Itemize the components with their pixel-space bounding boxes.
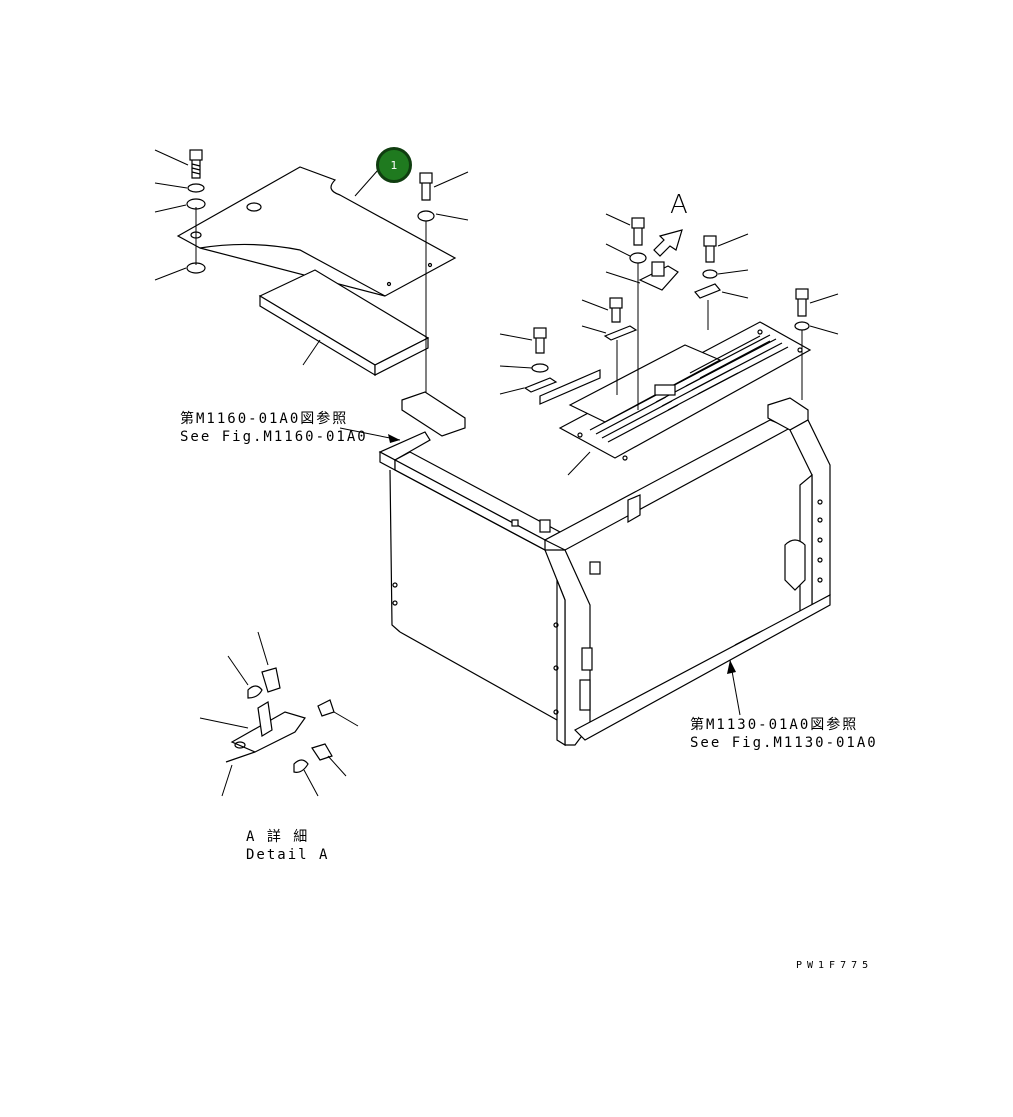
detail-caption-en: Detail A	[246, 847, 330, 863]
left-fasteners	[154, 149, 206, 281]
insulation-pad	[258, 269, 430, 377]
view-direction-arrow	[653, 229, 683, 257]
reference-top-en: See Fig.M1160-01A0	[180, 429, 368, 445]
enclosure-frame	[378, 391, 831, 747]
reference-top-jp: 第M1160-01A0図参照	[180, 411, 349, 427]
grille-panel	[558, 321, 812, 476]
detail-a-assembly	[199, 631, 359, 797]
detail-caption-jp: A 詳 細	[246, 829, 310, 845]
drawing-code: PW1F775	[796, 960, 874, 971]
part-callout-badge[interactable]: 1	[376, 147, 412, 183]
reference-bottom-jp: 第M1130-01A0図参照	[690, 717, 859, 733]
reference-bottom-en: See Fig.M1130-01A0	[690, 735, 878, 751]
reference-leaders	[339, 427, 741, 716]
grille-fasteners	[499, 213, 839, 410]
cover-bolt	[302, 169, 469, 420]
view-letter-a: A	[670, 190, 688, 220]
